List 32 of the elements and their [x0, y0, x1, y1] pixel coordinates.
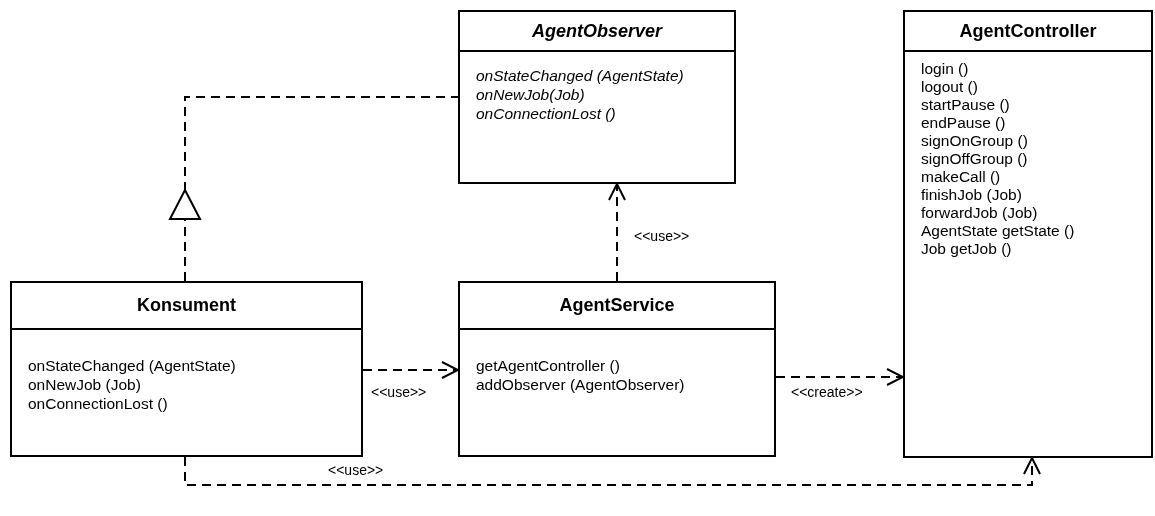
method-signature: forwardJob (Job) — [921, 204, 1038, 222]
method-signature: addObserver (AgentObserver) — [476, 375, 685, 394]
method-signature: startPause () — [921, 96, 1010, 114]
class-box — [458, 281, 776, 457]
class-name: Konsument — [137, 295, 236, 316]
class-box — [458, 10, 736, 184]
class-box — [903, 10, 1153, 458]
method-signature: onNewJob (Job) — [28, 375, 141, 394]
method-signature: getAgentController () — [476, 356, 620, 375]
method-signature: onConnectionLost () — [28, 394, 168, 413]
method-signature: onNewJob(Job) — [476, 85, 585, 104]
dashed-arrow — [362, 361, 459, 379]
method-signature: login () — [921, 60, 969, 78]
method-signature: logout () — [921, 78, 978, 96]
class-box — [10, 281, 363, 457]
method-signature: onStateChanged (AgentState) — [28, 356, 236, 375]
method-signature: Job getJob () — [921, 240, 1012, 258]
dashed-arrow — [184, 456, 1041, 486]
class-name: AgentController — [959, 20, 1097, 42]
class-name: AgentService — [559, 295, 675, 316]
dashed-arrow — [775, 368, 904, 386]
method-signature: makeCall () — [921, 168, 1001, 186]
method-signature: endPause () — [921, 114, 1006, 132]
dashed-arrow — [608, 183, 626, 282]
method-signature: onStateChanged (AgentState) — [476, 66, 684, 85]
method-signature: signOffGroup () — [921, 150, 1028, 168]
method-signature: onConnectionLost () — [476, 104, 616, 123]
class-name: AgentObserver — [531, 20, 662, 42]
method-signature: finishJob (Job) — [921, 186, 1022, 204]
edge-label: <<create>> — [790, 384, 864, 400]
method-signature: AgentState getState () — [921, 222, 1075, 240]
method-signature: signOnGroup () — [921, 132, 1028, 150]
